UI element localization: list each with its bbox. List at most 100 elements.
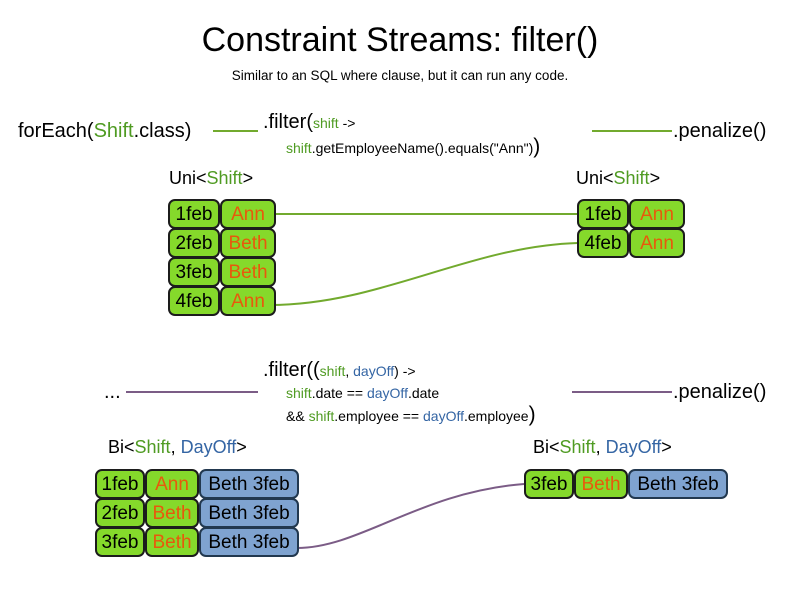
cell-text: 4feb (584, 232, 622, 254)
cell-text: Beth (228, 261, 268, 283)
table-row[interactable]: 2feb Beth (168, 228, 276, 258)
tuple-dayoff: Beth 3feb (199, 527, 299, 557)
uni-penalize-call: .penalize() (673, 120, 767, 142)
uni-output-label-prefix: Uni< (576, 168, 614, 188)
bi-filter-close-paren: ) (528, 403, 536, 426)
cell-text: 2feb (175, 232, 213, 254)
uni-output-label-type: Shift (613, 168, 650, 188)
bi-input-label-suffix: > (236, 437, 247, 457)
bi-filter-l3-shift: shift (308, 408, 335, 424)
tuple-shift-name: Beth (220, 257, 276, 287)
bi-output-stream-label: Bi<Shift, DayOff> (533, 436, 672, 458)
bi-output-label-type2: DayOff (605, 437, 662, 457)
cell-text: Beth (228, 232, 268, 254)
cell-text: Ann (155, 473, 189, 495)
table-row[interactable]: 3feb Beth (168, 257, 276, 287)
tuple-shift-date: 1feb (95, 469, 145, 499)
bi-input-stream-label: Bi<Shift, DayOff> (108, 436, 247, 458)
tuple-dayoff: Beth 3feb (628, 469, 728, 499)
bi-filter-l3-mid: .employee == (334, 408, 423, 424)
wire-uni-row4 (269, 242, 579, 306)
tuple-shift-date: 3feb (95, 527, 145, 557)
uni-filter-keyword: .filter( (263, 111, 313, 133)
uni-output-stream-label: Uni<Shift> (576, 167, 660, 189)
uni-input-tuple-table: 1feb Ann 2feb Beth 3feb Beth 4feb (168, 199, 276, 316)
cell-text: Beth 3feb (208, 473, 290, 495)
bi-input-label-prefix: Bi< (108, 437, 135, 457)
tuple-shift-date: 2feb (95, 498, 145, 528)
tuple-shift-date: 4feb (168, 286, 220, 316)
tuple-shift-name: Ann (220, 286, 276, 316)
cell-text: 4feb (175, 290, 213, 312)
uni-filter-body-expr: .getEmployeeName().equals("Ann") (311, 140, 534, 156)
bi-filter-arrow: ) -> (394, 363, 416, 379)
uni-foreach-prefix: forEach( (18, 120, 94, 142)
tuple-shift-name: Beth (220, 228, 276, 258)
cell-text: 3feb (101, 531, 139, 553)
bi-input-label-type1: Shift (134, 437, 171, 457)
cell-text: 1feb (101, 473, 139, 495)
cell-text: Beth (152, 531, 192, 553)
page-subtitle: Similar to an SQL where clause, but it c… (231, 68, 569, 83)
wire-bi-row3 (296, 483, 525, 549)
cell-text: Ann (640, 203, 674, 225)
table-row[interactable]: 2feb Beth Beth 3feb (95, 498, 299, 528)
uni-output-tuple-table: 1feb Ann 4feb Ann (577, 199, 685, 258)
uni-filter-line2: shift.getEmployeeName().equals("Ann")) (286, 135, 541, 158)
bi-filter-param-comma: , (345, 363, 354, 379)
tuple-dayoff: Beth 3feb (199, 469, 299, 499)
uni-foreach-type: Shift (93, 120, 134, 142)
tuple-shift-name: Ann (629, 199, 685, 229)
bi-input-label-type2: DayOff (180, 437, 237, 457)
uni-foreach-suffix: .class) (133, 120, 192, 142)
uni-input-label-suffix: > (242, 168, 254, 188)
cell-text: Beth 3feb (637, 473, 719, 495)
uni-filter-lambda-param: shift (313, 115, 339, 131)
cell-text: 2feb (101, 502, 139, 524)
uni-input-label-type: Shift (206, 168, 243, 188)
tuple-shift-date: 3feb (168, 257, 220, 287)
bi-input-label-comma: , (170, 437, 181, 457)
table-row[interactable]: 3feb Beth Beth 3feb (95, 527, 299, 557)
uni-filter-close-paren: ) (533, 135, 541, 158)
bi-filter-line2: shift.date == dayOff.date (286, 384, 439, 402)
uni-filter-line1: .filter(shift -> (263, 110, 355, 134)
cell-text: Beth 3feb (208, 531, 290, 553)
bi-filter-param-shift: shift (319, 363, 346, 379)
bi-filter-l2-shift: shift (286, 385, 312, 401)
uni-filter-body-var: shift (286, 140, 312, 156)
cell-text: 3feb (175, 261, 213, 283)
tuple-shift-date: 3feb (524, 469, 574, 499)
table-row[interactable]: 4feb Ann (168, 286, 276, 316)
table-row[interactable]: 1feb Ann (168, 199, 276, 229)
tuple-shift-date: 1feb (577, 199, 629, 229)
table-row[interactable]: 4feb Ann (577, 228, 685, 258)
bi-input-tuple-table: 1feb Ann Beth 3feb 2feb Beth Beth 3feb 3… (95, 469, 299, 557)
bi-filter-l2-dayoff: dayOff (366, 385, 408, 401)
cell-text: Beth 3feb (208, 502, 290, 524)
uni-filter-arrow: -> (338, 115, 356, 131)
bi-filter-line1: .filter((shift, dayOff) -> (263, 358, 416, 382)
bi-output-label-type1: Shift (559, 437, 596, 457)
bi-filter-l3-prefix: && (286, 408, 309, 424)
cell-text: Beth (152, 502, 192, 524)
uni-input-stream-label: Uni<Shift> (169, 167, 253, 189)
tuple-shift-name: Beth (574, 469, 628, 499)
table-row[interactable]: 1feb Ann Beth 3feb (95, 469, 299, 499)
bi-filter-l3-dayoff: dayOff (423, 408, 464, 424)
cell-text: 1feb (175, 203, 213, 225)
bi-filter-l3-tail: .employee (464, 408, 529, 424)
cell-text: Ann (231, 203, 265, 225)
cell-text: Ann (231, 290, 265, 312)
tuple-shift-date: 2feb (168, 228, 220, 258)
tuple-shift-name: Ann (220, 199, 276, 229)
tuple-dayoff: Beth 3feb (199, 498, 299, 528)
uni-foreach-call: forEach(Shift.class) (18, 119, 191, 143)
cell-text: 3feb (530, 473, 568, 495)
table-row[interactable]: 1feb Ann (577, 199, 685, 229)
bi-filter-l2-tail: .date (407, 385, 440, 401)
bi-output-tuple-table: 3feb Beth Beth 3feb (524, 469, 728, 499)
tuple-shift-date: 1feb (168, 199, 220, 229)
table-row[interactable]: 3feb Beth Beth 3feb (524, 469, 728, 499)
